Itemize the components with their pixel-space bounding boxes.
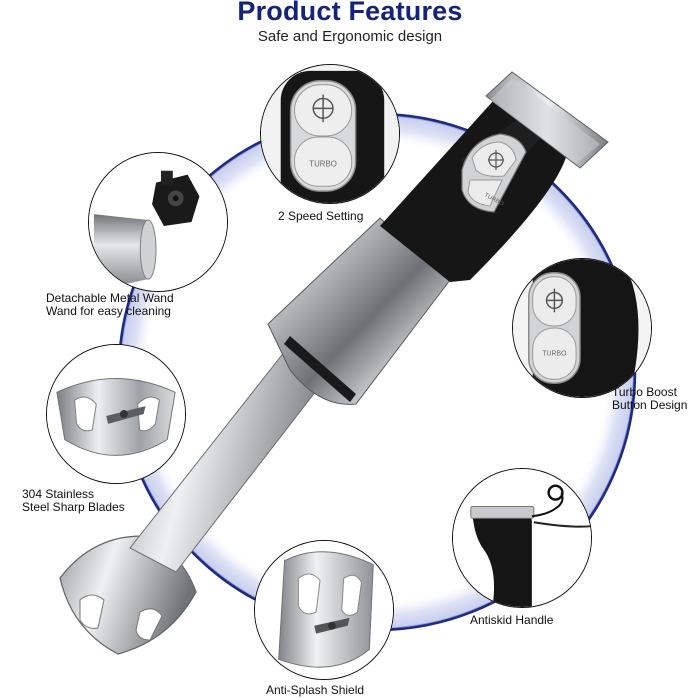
turbo-boost-label: Turbo Boost Button Design: [612, 385, 688, 412]
steel-blades-label: 304 Stainless Steel Sharp Blades: [22, 487, 125, 514]
turbo-boost-circle: TURBO: [512, 258, 652, 398]
blade-guard-icon: [47, 345, 185, 483]
anti-splash-circle: [254, 540, 394, 680]
speed-buttons-icon: TURBO: [261, 65, 399, 203]
antiskid-handle-label: Antiskid Handle: [470, 613, 554, 627]
svg-text:TURBO: TURBO: [309, 160, 337, 169]
svg-text:TURBO: TURBO: [542, 351, 567, 358]
handle-cord-icon: [453, 469, 591, 607]
speed-setting-circle: TURBO: [260, 64, 400, 204]
splash-guard-icon: [255, 541, 393, 679]
turbo-button-icon: TURBO: [513, 259, 651, 397]
metal-wand-circle: [88, 152, 228, 292]
anti-splash-label: Anti-Splash Shield: [266, 683, 365, 697]
page-title: Product Features: [237, 0, 463, 26]
antiskid-handle-circle: [452, 468, 592, 608]
metal-wand-label: Detachable Metal Wand Wand for easy clea…: [46, 291, 174, 318]
steel-blades-circle: [46, 344, 186, 484]
page-subtitle: Safe and Ergonomic design: [257, 28, 443, 45]
metal-wand-icon: [89, 153, 227, 291]
speed-setting-label: 2 Speed Setting: [278, 209, 364, 223]
